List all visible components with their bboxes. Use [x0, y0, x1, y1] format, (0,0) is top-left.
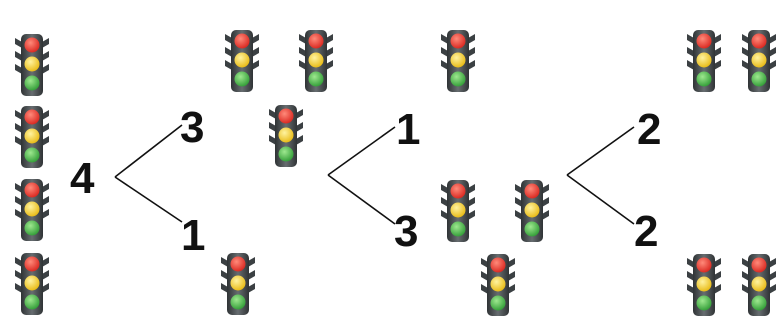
- branch-lines-stage-1: [114, 124, 183, 223]
- traffic-light-icon: [515, 180, 549, 242]
- traffic-light-icon: [687, 30, 721, 92]
- traffic-light-icon: [481, 254, 515, 316]
- group-1-bottom: [221, 253, 255, 315]
- traffic-light-icon: [225, 30, 259, 92]
- traffic-light-icon: [687, 254, 721, 316]
- part-number-top-stage-1: 3: [180, 103, 204, 152]
- branch-lines-stage-2: [327, 126, 396, 225]
- total-number-stage-1: 4: [70, 154, 95, 203]
- branch-line: [114, 176, 183, 223]
- group-4-total: [15, 34, 49, 315]
- group-2-top: [687, 30, 776, 92]
- group-1-top: [441, 30, 475, 92]
- traffic-light-icon: [742, 30, 776, 92]
- traffic-light-icon: [269, 105, 303, 167]
- part-number-bottom-stage-2: 3: [394, 207, 418, 256]
- branch-line: [566, 174, 635, 225]
- branch-line: [114, 124, 183, 178]
- traffic-light-icon: [15, 253, 49, 315]
- traffic-light-groups: [15, 30, 776, 316]
- traffic-light-icon: [441, 180, 475, 242]
- branch-line: [327, 126, 396, 176]
- part-number-top-stage-3: 2: [637, 105, 661, 154]
- group-3-top: [225, 30, 333, 167]
- traffic-light-icon: [221, 253, 255, 315]
- traffic-light-icon: [15, 106, 49, 168]
- branch-lines-stage-3: [566, 126, 635, 225]
- branch-line: [327, 174, 396, 225]
- part-number-bottom-stage-3: 2: [634, 207, 658, 256]
- traffic-light-icon: [742, 254, 776, 316]
- traffic-light-icon: [15, 179, 49, 241]
- group-3-bottom: [441, 180, 549, 316]
- branch-line: [566, 126, 635, 176]
- part-number-bottom-stage-1: 1: [181, 211, 205, 260]
- part-number-top-stage-2: 1: [396, 105, 420, 154]
- traffic-light-icon: [441, 30, 475, 92]
- traffic-light-icon: [15, 34, 49, 96]
- group-2-bottom: [687, 254, 776, 316]
- traffic-light-icon: [299, 30, 333, 92]
